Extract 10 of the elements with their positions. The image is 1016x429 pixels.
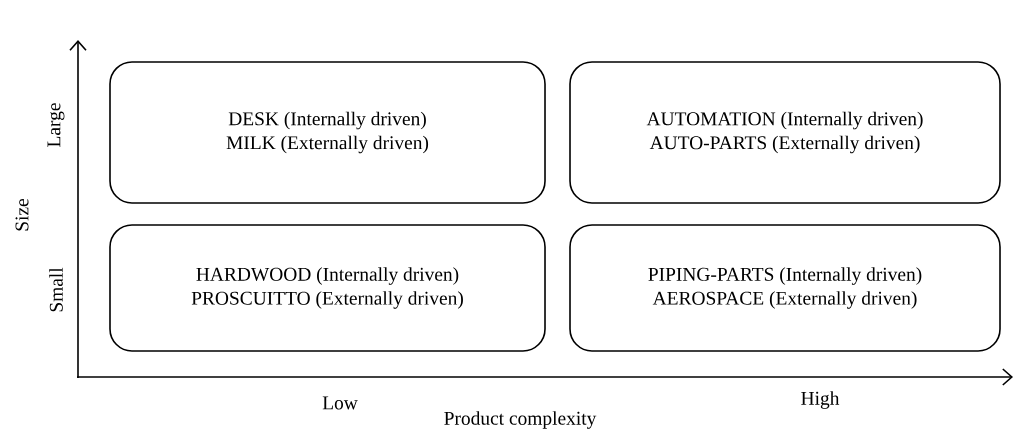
axis-label: Size (15, 198, 29, 231)
axis-label: High (801, 391, 840, 409)
quadrant-box: HARDWOOD (Internally driven) PROSCUITTO (Externally driven) (109, 224, 546, 352)
axis-label: Low (322, 396, 358, 410)
axis-label: Large (47, 103, 65, 147)
quadrant-box: DESK (Internally driven) MILK (Externally driven) (109, 61, 546, 204)
quadrant-box: AUTOMATION (Internally driven) AUTO-PARTS (Externally driven) (569, 61, 1001, 204)
axis-label: Small (49, 267, 63, 312)
axis-label: Product complexity (444, 411, 597, 429)
quadrant-box: PIPING-PARTS (Internally driven) AEROSPACE (Externally driven) (569, 224, 1001, 352)
